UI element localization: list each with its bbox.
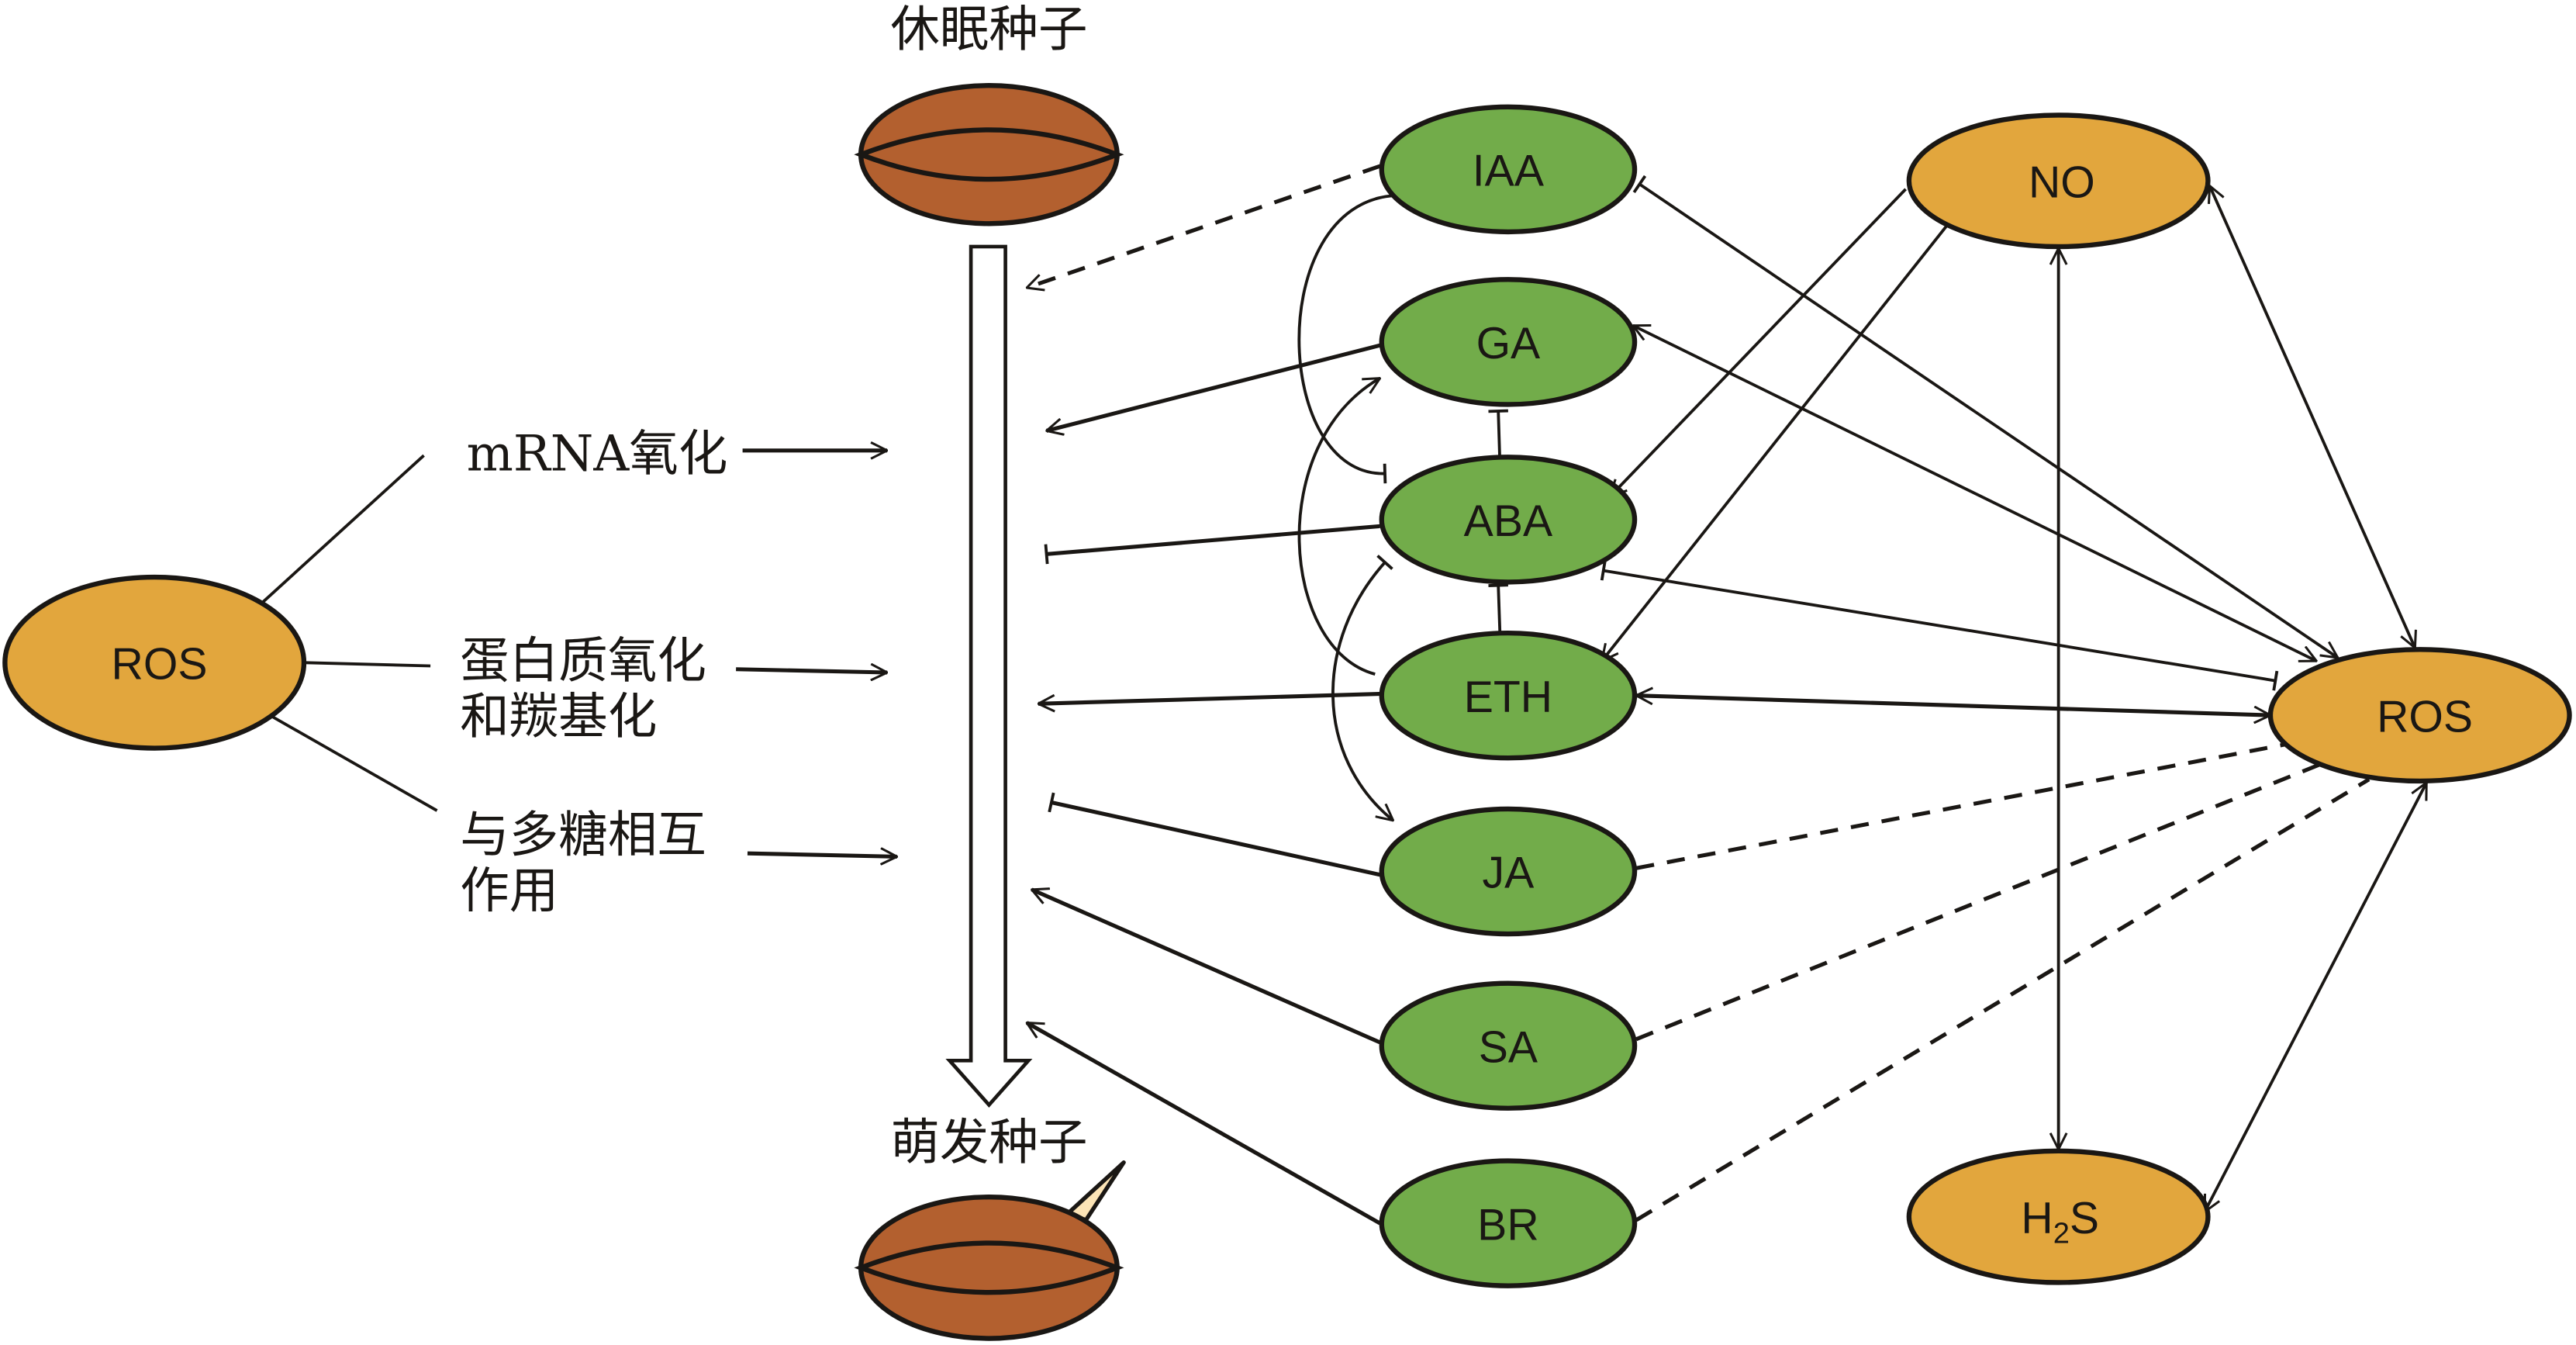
edge-ga-germination: [1047, 343, 1381, 430]
node-ga[interactable]: GA: [1379, 277, 1638, 407]
edge-eth-promotes-ga: [1297, 379, 1380, 676]
node-aba[interactable]: ABA: [1379, 455, 1638, 585]
edge-iaa-inhibits-aba: [1297, 194, 1393, 484]
effect-protein-oxidation: 蛋白质氧化 和羰基化: [460, 631, 887, 745]
edge-no-ros: [2210, 186, 2415, 648]
node-aba-label: ABA: [1464, 496, 1553, 546]
effect-protein-label-line2: 和羰基化: [460, 687, 657, 745]
edge-br-germination: [1027, 1021, 1381, 1226]
dormant-seed-icon: [854, 83, 1124, 226]
edge-no-aba: [1610, 188, 1907, 496]
edge-eth-germination: [1038, 692, 1380, 704]
effect-polysaccharide-label-line1: 与多糖相互: [460, 806, 706, 863]
edge-sa-germination: [1031, 890, 1381, 1045]
node-br-label: BR: [1477, 1200, 1538, 1250]
node-ros-right-label: ROS: [2377, 692, 2473, 742]
effect-protein-label-line1: 蛋白质氧化: [460, 631, 706, 689]
effect-protein-arrow: [736, 669, 887, 672]
node-no-label: NO: [2029, 157, 2095, 207]
signal-nodes: NO ROS H2S: [1906, 112, 2572, 1285]
dormant-seed-label: 休眠种子: [890, 0, 1087, 57]
ros-to-protein-link: [306, 661, 431, 668]
effect-polysaccharide-interaction: 与多糖相互 作用: [460, 806, 897, 919]
ros-left-label: ROS: [112, 639, 208, 689]
edge-eth-inhibits-aba: [1488, 583, 1508, 634]
node-ja[interactable]: JA: [1379, 806, 1638, 937]
edge-ja-ros: [1635, 741, 2292, 870]
node-sa-label: SA: [1479, 1022, 1538, 1072]
hormone-nodes: IAA GA ABA ETH JA SA BR: [1379, 104, 1638, 1288]
node-h2s[interactable]: H2S: [1906, 1148, 2211, 1285]
effect-mrna-label: mRNA氧化: [467, 424, 728, 482]
edge-sa-ros: [1635, 762, 2321, 1042]
germinating-seed-label: 萌发种子: [890, 1113, 1087, 1170]
ros-to-polysaccharide-link: [271, 715, 438, 812]
ros-effect-links: [258, 454, 438, 812]
hormone-to-germination-edges: [1027, 164, 1381, 1226]
edge-aba-ros: [1600, 560, 2279, 691]
node-br[interactable]: BR: [1379, 1158, 1638, 1288]
edge-ros-iaa: [1639, 184, 2337, 658]
node-ja-label: JA: [1483, 849, 1535, 898]
germination-progress-arrow: [945, 244, 1033, 1108]
node-eth-label: ETH: [1464, 672, 1552, 722]
node-sa[interactable]: SA: [1379, 980, 1638, 1111]
node-iaa[interactable]: IAA: [1379, 104, 1638, 235]
node-h2s-label: H2S: [2021, 1194, 2099, 1250]
edge-eth-ros: [1636, 696, 2270, 715]
sprout-icon: [1065, 1160, 1126, 1222]
ros-left-node[interactable]: ROS: [2, 574, 307, 751]
node-no[interactable]: NO: [1906, 112, 2211, 250]
effect-polysaccharide-arrow: [747, 853, 897, 856]
effect-polysaccharide-label-line2: 作用: [460, 862, 558, 919]
node-eth[interactable]: ETH: [1379, 630, 1638, 761]
effect-mrna-oxidation: mRNA氧化: [467, 424, 887, 482]
edge-no-eth: [1602, 223, 1950, 661]
edge-ros-h2s: [2203, 783, 2428, 1212]
node-ga-label: GA: [1476, 319, 1541, 368]
edge-aba-ja: [1331, 562, 1393, 821]
edge-br-ros: [1635, 777, 2371, 1222]
node-ros-right[interactable]: ROS: [2267, 647, 2572, 784]
hormone-crosstalk-edges: [1297, 194, 1511, 821]
ros-left-ellipse: [2, 574, 307, 751]
ros-to-mrna-link: [258, 454, 425, 607]
signal-network-edges: [1600, 184, 2428, 1222]
edge-ja-germination: [1048, 792, 1381, 877]
germinating-seed-icon: [854, 1160, 1126, 1341]
edge-aba-germination: [1044, 524, 1380, 565]
node-iaa-label: IAA: [1473, 147, 1545, 196]
